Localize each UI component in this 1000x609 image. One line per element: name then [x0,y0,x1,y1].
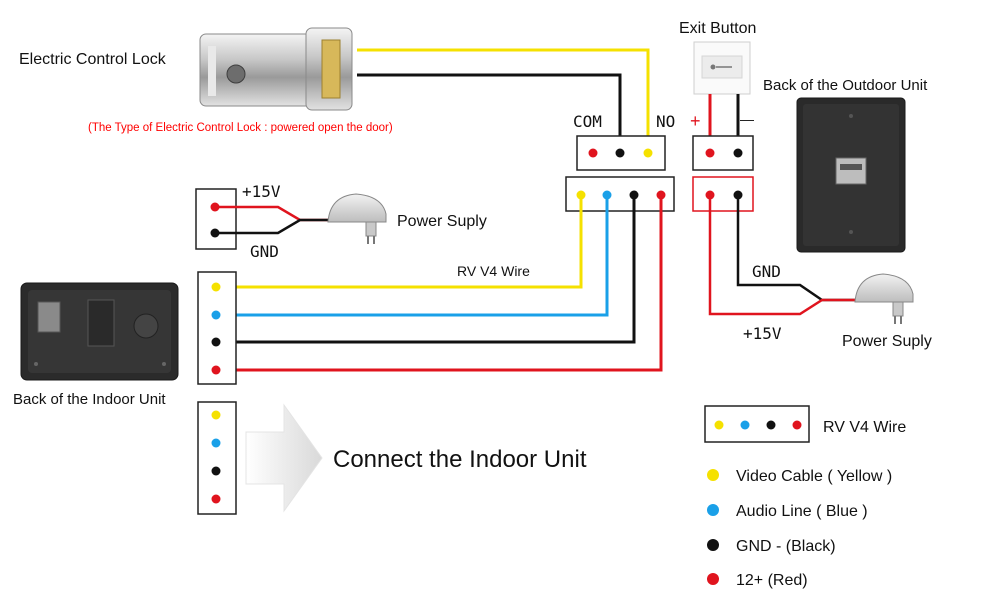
legend-item-label: 12+ (Red) [736,572,808,589]
no-label: NO [656,112,675,131]
legend-item: 12+ (Red) [707,572,808,589]
left-psu-wire-black [215,218,328,235]
outdoor-psu-wire-red [708,195,855,316]
v4-wire-red [216,195,663,372]
power-supply-icon-right [854,273,914,324]
com-label: COM [573,112,602,131]
left-power-terminal-block [195,188,237,250]
power-supply-icon [327,193,387,244]
indoor-back-label: Back of the Indoor Unit [13,391,166,408]
legend-title: RV V4 Wire [823,419,906,436]
legend-item-label: GND - (Black) [736,538,836,555]
left-gnd-label: GND [250,242,279,261]
legend-dot [707,573,719,585]
exit-terminal-block [692,135,754,171]
right-plus15v-label: +15V [743,324,782,343]
v4-wire-black [216,195,636,344]
outdoor-back-label: Back of the Outdoor Unit [763,77,928,94]
legend-dot [707,469,719,481]
v4-wire-blue [216,195,609,317]
left-power-supply-label: Power Suply [397,213,487,230]
outdoor-unit-icon [796,97,906,253]
indoor-v4-terminal-block-2 [197,401,237,515]
legend-item-label: Video Cable ( Yellow ) [736,468,892,485]
legend-terminal-block [704,405,810,443]
indoor-unit-icon [20,282,179,381]
connect-indoor-label: Connect the Indoor Unit [333,446,587,473]
outdoor-v4-terminal-block [565,176,675,212]
lock-wire-yellow [357,48,650,152]
lock-wire-black [357,73,622,152]
exit-button-icon [693,41,751,95]
v4-wire-yellow [216,195,583,289]
legend-item: Audio Line ( Blue ) [707,503,868,520]
legend-item: Video Cable ( Yellow ) [707,468,892,485]
electric-lock-icon [199,27,353,111]
legend-dot [707,504,719,516]
minus-label: — [740,111,754,127]
right-power-supply-label: Power Suply [842,333,932,350]
plus-label: + [690,111,701,131]
legend-item: GND - (Black) [707,538,836,555]
indoor-v4-terminal-block [197,271,237,385]
left-plus15v-label: +15V [242,182,281,201]
exit-button-label: Exit Button [679,20,756,37]
com-terminal-block [576,135,666,171]
lock-label: Electric Control Lock [19,51,167,68]
arrow-right-icon [245,403,323,513]
rv-wire-label: RV V4 Wire [457,263,530,279]
lock-note: (The Type of Electric Control Lock : pow… [88,122,393,134]
legend-dot [707,539,719,551]
outdoor-power-terminal-block [692,176,754,212]
legend-item-label: Audio Line ( Blue ) [736,503,868,520]
right-gnd-label: GND [752,262,781,281]
